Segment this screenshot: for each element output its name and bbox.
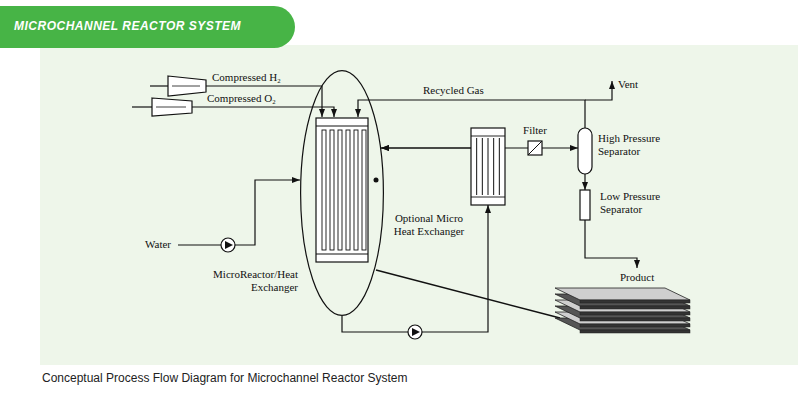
stream-label: Water (145, 238, 171, 251)
zoom-leader (376, 270, 560, 318)
equipment-label: Filter (516, 124, 554, 137)
equipment-label: Low Pressure Separator (600, 190, 678, 216)
figure-caption: Conceptual Process Flow Diagram for Micr… (42, 371, 407, 385)
pump-symbol (408, 325, 422, 339)
stream-label: Product (620, 271, 654, 284)
filter-symbol-outline (528, 141, 542, 155)
stream-label: Recycled Gas (422, 84, 485, 97)
microreactor-vessel: MicroReactor/Heat Exchanger (300, 70, 384, 316)
pump-symbol (221, 238, 235, 252)
heat-exchanger-outline (471, 128, 505, 205)
heat-exchanger: Optional Micro Heat Exchanger (471, 128, 505, 205)
stream-label: Compressed O₂ (207, 92, 276, 105)
flow-line (542, 147, 578, 148)
stream-label: Compressed H₂ (212, 71, 281, 84)
separator-vessel: High Pressure Separator (578, 128, 592, 174)
filter-symbol: Filter (528, 141, 542, 155)
microreactor-vessel-outline (300, 70, 384, 316)
equipment-label: Optional Micro Heat Exchanger (389, 212, 469, 238)
equipment-label: MicroReactor/Heat Exchanger (210, 268, 298, 294)
flow-line (358, 100, 585, 128)
flow-line (584, 174, 585, 190)
microchannel-stack (555, 288, 690, 333)
title-text: MICROCHANNEL REACTOR SYSTEM (14, 19, 241, 33)
separator-vessel: Low Pressure Separator (580, 190, 590, 220)
flow-line (381, 147, 528, 148)
stream-label: Vent (618, 78, 638, 91)
separator-vessel-outline (578, 128, 592, 174)
separator-vessel-outline (580, 190, 590, 220)
compressor-symbol (168, 76, 206, 96)
equipment-label: High Pressure Separator (598, 132, 676, 158)
compressor-symbol (152, 98, 192, 116)
